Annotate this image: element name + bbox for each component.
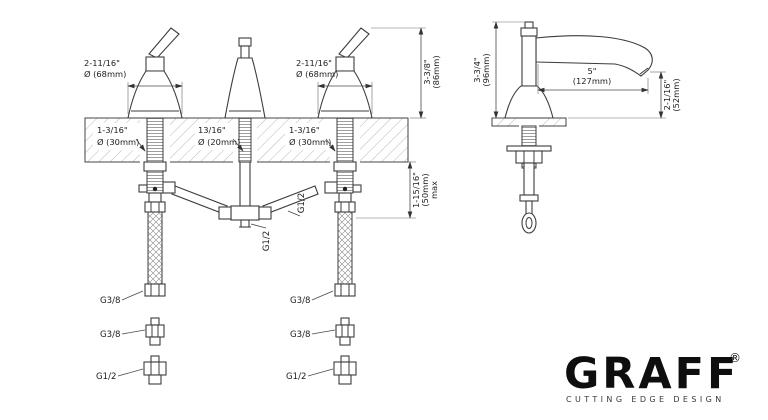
left-adapters xyxy=(143,317,167,385)
dim-text: 3-3/4" xyxy=(472,57,482,83)
valve-screw-dot xyxy=(342,186,348,192)
dim-text: 2-1/16" xyxy=(662,79,672,110)
brand-logo: GRAFF ® CUTTING EDGE DESIGN xyxy=(564,349,741,404)
dim-hole-right: 1-3/16" Ø (30mm) xyxy=(289,125,336,152)
spout-shank xyxy=(506,125,552,234)
dim-text: 2-11/16" xyxy=(296,58,332,68)
brand-name: GRAFF xyxy=(564,349,739,399)
dim-text: (86mm) xyxy=(431,55,441,88)
connection-label: G3/8 xyxy=(290,330,311,340)
label-tailpiece-left: G1/2 xyxy=(96,368,144,382)
dim-outlet-clearance: 2-1/16" (52mm) xyxy=(568,71,681,119)
dim-text: 1-15/16" xyxy=(411,172,421,208)
connection-label: G3/8 xyxy=(100,330,121,340)
label-adapter-left: G3/8 xyxy=(100,329,146,340)
dim-text: (96mm) xyxy=(481,53,491,86)
label-g12-upper: G1/2 xyxy=(287,193,307,217)
right-adapters xyxy=(333,317,357,385)
left-valve-assembly xyxy=(138,161,176,297)
dim-max-deck-thickness: 1-15/16" (50mm) max xyxy=(356,161,439,219)
registered-mark: ® xyxy=(729,351,741,365)
connection-label: G1/2 xyxy=(297,193,307,214)
right-handle xyxy=(317,27,373,119)
front-view: 2-11/16" Ø (68mm) 2-11/16" Ø (68mm) 3-3/… xyxy=(84,27,441,385)
mixing-connections xyxy=(171,161,319,228)
center-spout-front xyxy=(224,37,266,119)
dim-height-above-deck: 3-3/8" (86mm) xyxy=(371,27,441,119)
side-view: 3-3/4" (96mm) 5" (127mm) 2-1/16" (52mm) xyxy=(472,21,681,234)
label-hose-right: G3/8 xyxy=(290,290,334,306)
label-hose-left: G3/8 xyxy=(100,290,144,306)
dim-text: Ø (68mm) xyxy=(84,69,126,79)
dim-text: 3-3/8" xyxy=(422,59,432,85)
connection-label: G1/2 xyxy=(96,372,117,382)
connection-label: G1/2 xyxy=(286,372,307,382)
right-valve-assembly xyxy=(324,161,362,297)
braided-hose-right xyxy=(337,211,353,285)
label-adapter-right: G3/8 xyxy=(290,329,336,340)
dim-text: (50mm) xyxy=(420,173,430,206)
dim-text: Ø (30mm) xyxy=(289,137,331,147)
dim-text: 1-3/16" xyxy=(289,125,320,135)
dim-handle-right-width: 2-11/16" Ø (68mm) xyxy=(296,58,373,114)
brand-tagline: CUTTING EDGE DESIGN xyxy=(566,395,725,404)
dim-spout-height: 3-3/4" (96mm) xyxy=(472,21,524,119)
braided-hose-left xyxy=(147,211,163,285)
connection-label: G1/2 xyxy=(262,231,272,252)
dim-text: max xyxy=(429,181,439,199)
dim-handle-left-width: 2-11/16" Ø (68mm) xyxy=(84,58,183,114)
valve-screw-dot xyxy=(152,186,158,192)
label-g12-lower: G1/2 xyxy=(250,223,272,252)
connection-label: G3/8 xyxy=(290,296,311,306)
dim-text: (127mm) xyxy=(573,76,611,86)
dim-spout-reach: 5" (127mm) xyxy=(537,64,649,94)
dim-hole-center: 13/16" Ø (20mm) xyxy=(198,125,244,152)
left-handle xyxy=(127,27,183,119)
dim-text: Ø (68mm) xyxy=(296,69,338,79)
dim-text: 5" xyxy=(587,66,596,76)
dim-hole-left: 1-3/16" Ø (30mm) xyxy=(97,125,146,152)
connection-label: G3/8 xyxy=(100,296,121,306)
dim-text: 13/16" xyxy=(198,125,226,135)
dim-text: 1-3/16" xyxy=(97,125,128,135)
spout-body xyxy=(504,21,653,119)
dim-text: Ø (30mm) xyxy=(97,137,139,147)
dim-text: (52mm) xyxy=(671,78,681,111)
label-tailpiece-right: G1/2 xyxy=(286,368,334,382)
dim-text: 2-11/16" xyxy=(84,58,120,68)
dim-text: Ø (20mm) xyxy=(198,137,240,147)
